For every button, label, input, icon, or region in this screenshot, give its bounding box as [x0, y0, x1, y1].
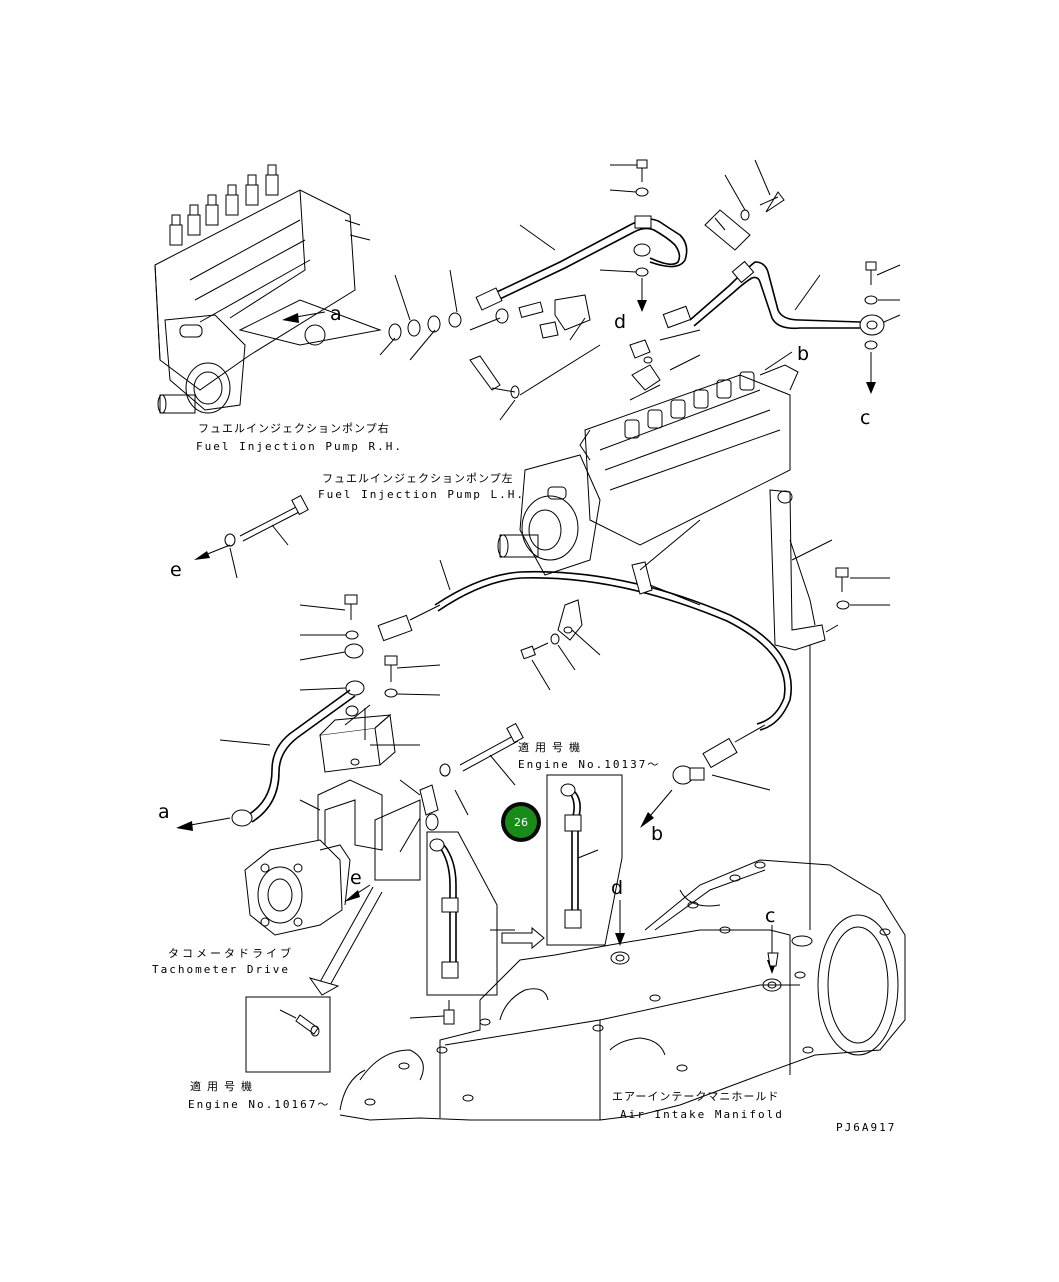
manifold-label-jp: エアーインテークマニホールド — [612, 1090, 779, 1103]
tachometer-label-jp: タコメータドライブ — [168, 946, 294, 960]
drawing-code: PJ6A917 — [836, 1121, 896, 1134]
callout-a-bottom: a — [158, 801, 170, 823]
tachometer-drive-drawing — [244, 839, 383, 1073]
tachometer-label-en: Tachometer Drive — [152, 963, 290, 976]
callout-b-bottom: b — [651, 823, 663, 845]
badge-number: 26 — [514, 816, 528, 829]
pipe-insets — [426, 774, 623, 996]
applicable-label-2: 適用号機 — [190, 1079, 258, 1093]
pump-lh-label-en: Fuel Injection Pump L.H. — [318, 488, 525, 501]
pump-rh-label-en: Fuel Injection Pump R.H. — [196, 440, 403, 453]
engine-number-label-2: Engine No.10167～ — [188, 1098, 330, 1111]
callout-a-top: a — [330, 303, 342, 325]
applicable-label-1: 適用号機 — [518, 740, 586, 754]
pump-lh-label-jp: フュエルインジェクションポンプ左 — [322, 472, 514, 485]
middle-fuel-line-assembly — [176, 489, 890, 930]
callout-e-bottom: e — [350, 867, 362, 889]
callout-c-bottom: c — [765, 905, 775, 927]
callout-c-top: c — [860, 407, 870, 429]
air-intake-manifold-drawing — [339, 859, 906, 1121]
engine-number-label-1: Engine No.10137～ — [518, 758, 660, 771]
pump-rh-label-jp: フュエルインジェクションポンプ右 — [198, 421, 390, 435]
part-number-badge[interactable]: 26 — [501, 802, 541, 842]
upper-fuel-lines — [282, 159, 901, 421]
text-labels: フュエルインジェクションポンプ右 Fuel Injection Pump R.H… — [152, 421, 896, 1134]
fuel-injection-pump-rh-drawing — [154, 164, 382, 414]
badge-fill — [505, 806, 537, 838]
callout-letters: a d b c e a b e d c — [158, 303, 870, 927]
manifold-label-en: Air Intake Manifold — [620, 1108, 784, 1121]
callout-d-bottom: d — [611, 877, 623, 899]
callout-b-top: b — [797, 343, 809, 365]
callout-e-left: e — [170, 559, 182, 581]
callout-d-top: d — [614, 311, 626, 333]
fuel-injection-pump-lh-drawing — [497, 364, 799, 576]
